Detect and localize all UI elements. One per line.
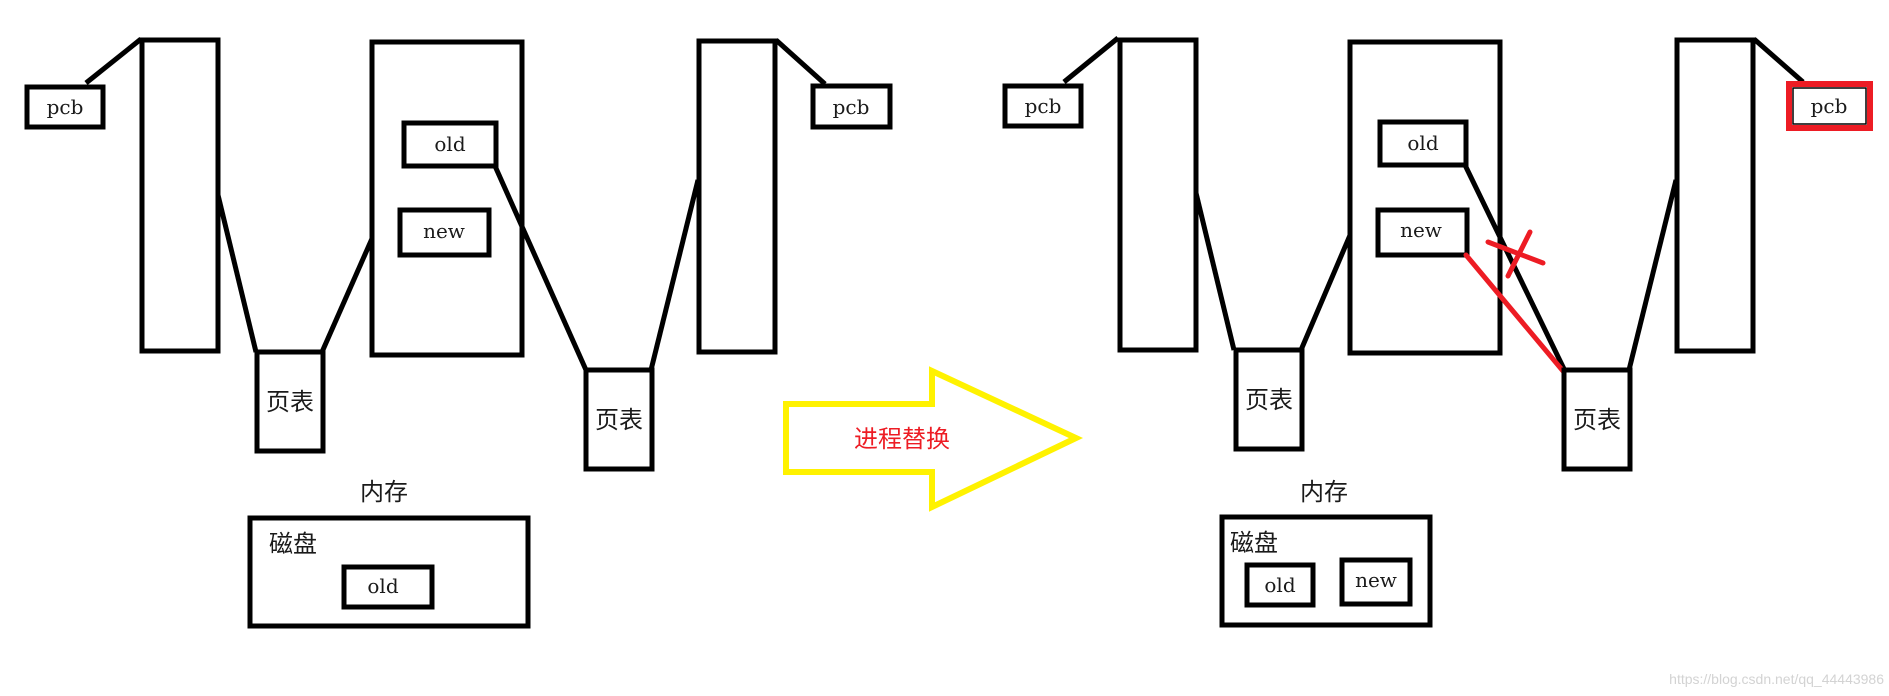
after-disk-old-box: [1244, 562, 1316, 608]
disk-old-label: old: [367, 574, 398, 598]
cross-out-icon: [1485, 229, 1546, 279]
after-virtual-space-left: [1117, 37, 1199, 353]
after-memory-box: [1347, 39, 1503, 356]
after-connector-vs-left-to-pagetable: [1193, 192, 1237, 351]
after-pcb-left-box: [1002, 83, 1084, 129]
after-diagram: pcb 页表 old new 页表 pcb 内存: [1002, 36, 1873, 628]
after-pcb-left-label: pcb: [1025, 94, 1062, 118]
after-memory-old-label: old: [1407, 131, 1438, 155]
memory-new-box: [397, 207, 492, 258]
connector-pagetable-right-to-vs: [648, 179, 701, 371]
after-disk-old-label: old: [1264, 573, 1295, 597]
virtual-space-left: [139, 37, 221, 354]
memory-caption: 内存: [360, 478, 408, 506]
memory-new-label: new: [423, 219, 465, 243]
pcb-left-box: [24, 84, 106, 130]
after-connector-pagetable-right-to-vs: [1626, 179, 1679, 371]
after-disk-caption: 磁盘: [1230, 529, 1278, 557]
pcb-right-label: pcb: [833, 95, 870, 119]
after-memory-new-label: new: [1400, 218, 1442, 242]
page-table-left-label: 页表: [266, 388, 314, 416]
memory-old-box: [401, 120, 499, 169]
replacement-arrow: 进程替换: [783, 366, 1084, 512]
connector-vs-left-to-pagetable: [215, 194, 259, 353]
arrow-label: 进程替换: [854, 425, 950, 453]
after-page-table-right-label: 页表: [1573, 406, 1621, 434]
page-table-right-box: [583, 367, 655, 472]
after-pcb-right-connector: [1752, 37, 1805, 84]
connector-old-to-pagetable-right: [492, 164, 589, 372]
pcb-right-box: [810, 83, 893, 130]
after-pcb-left-connector: [1062, 36, 1120, 84]
virtual-space-right: [696, 38, 778, 355]
after-virtual-space-right: [1674, 37, 1756, 354]
arrow-right-icon: [783, 366, 1084, 512]
after-page-table-left-box: [1233, 347, 1305, 452]
disk-old-box: [341, 564, 435, 610]
pcb-left-connector: [84, 37, 143, 85]
before-diagram: pcb 页表 old new 页表 pcb 内存 磁盘 old: [24, 37, 893, 629]
pcb-right-connector: [774, 38, 827, 86]
after-pcb-right-box-highlighted: [1786, 81, 1873, 131]
after-disk-new-box: [1339, 557, 1413, 607]
after-pcb-right-inner-border: [1792, 87, 1867, 125]
after-memory-caption: 内存: [1300, 478, 1348, 506]
after-pcb-right-label: pcb: [1811, 94, 1848, 118]
pcb-left-label: pcb: [47, 95, 84, 119]
after-page-table-right-box: [1561, 367, 1633, 472]
memory-old-label: old: [434, 132, 465, 156]
after-memory-new-box: [1375, 207, 1470, 258]
page-table-right-label: 页表: [595, 406, 643, 434]
disk-caption: 磁盘: [269, 530, 317, 558]
after-disk-new-label: new: [1355, 568, 1397, 592]
page-table-left-box: [254, 349, 326, 454]
memory-box: [369, 39, 525, 358]
after-memory-old-box: [1377, 119, 1469, 168]
watermark: https://blog.csdn.net/qq_44443986: [1669, 671, 1884, 687]
new-mapping-line: [1463, 252, 1566, 374]
after-page-table-left-label: 页表: [1245, 386, 1293, 414]
